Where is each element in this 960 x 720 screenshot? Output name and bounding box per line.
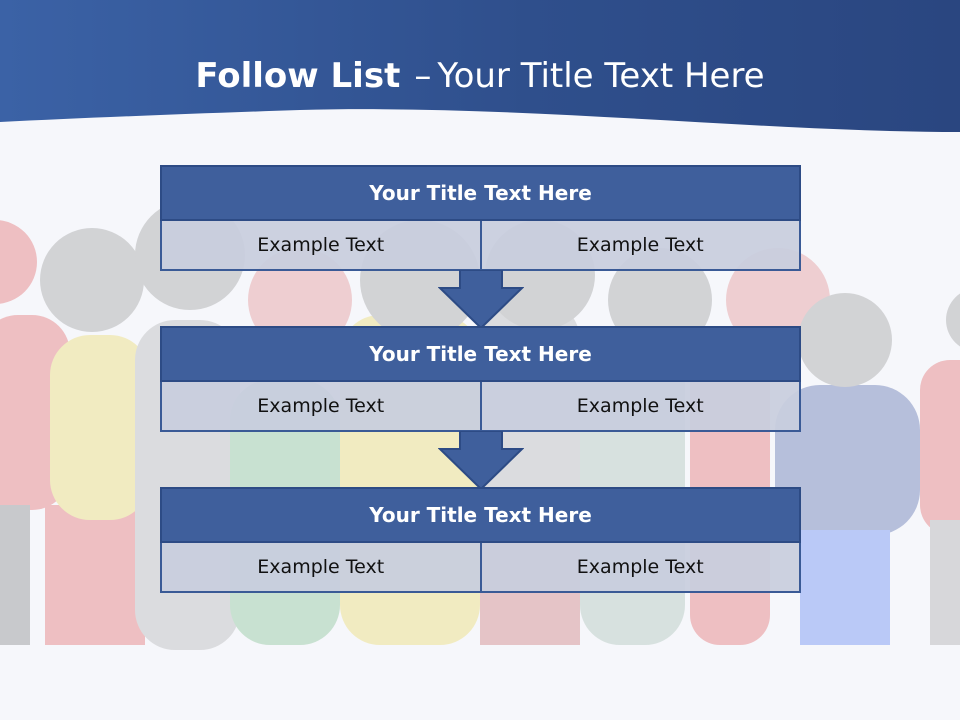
slide-title: Follow List–Your Title Text Here [0,54,960,98]
step-title: Your Title Text Here [160,165,801,221]
step-cell-right: Example Text [479,221,801,271]
step-block: Your Title Text Here Example Text Exampl… [160,165,801,271]
step-title: Your Title Text Here [160,326,801,382]
down-arrow-icon [438,270,524,330]
step-cell-left: Example Text [160,382,482,432]
down-arrow-icon [438,431,524,491]
step-cell-left: Example Text [160,221,482,271]
step-row: Example Text Example Text [160,382,801,432]
step-title: Your Title Text Here [160,487,801,543]
step-block: Your Title Text Here Example Text Exampl… [160,487,801,593]
slide-title-bold: Follow List [195,56,401,96]
step-cell-right: Example Text [479,543,801,593]
title-banner [0,0,960,132]
step-row: Example Text Example Text [160,221,801,271]
step-block: Your Title Text Here Example Text Exampl… [160,326,801,432]
step-cell-right: Example Text [479,382,801,432]
slide-title-separator: – [414,56,432,96]
step-cell-left: Example Text [160,543,482,593]
step-row: Example Text Example Text [160,543,801,593]
slide-title-rest: Your Title Text Here [437,56,765,96]
